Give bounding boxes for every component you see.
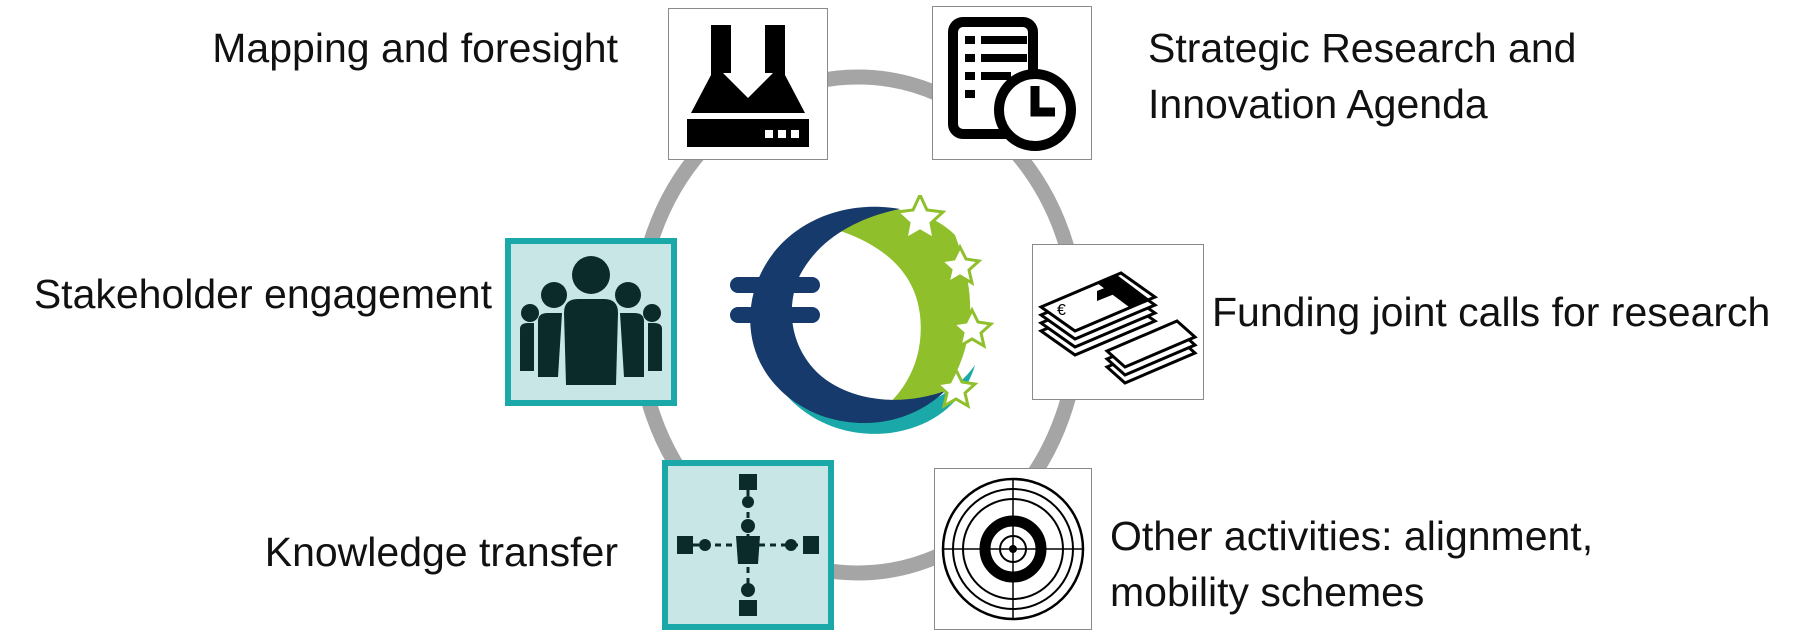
- sria-label: Strategic Research and Innovation Agenda: [1148, 25, 1577, 127]
- network-people-icon: [677, 474, 819, 616]
- money-stack-icon: €: [1037, 271, 1198, 385]
- knowledge-label: Knowledge transfer: [264, 529, 618, 575]
- other-tile: [934, 468, 1092, 630]
- mapping-label: Mapping and foresight: [212, 25, 618, 71]
- inbox-download-icon: [687, 25, 809, 147]
- other-label: Other activities: alignment, mobility sc…: [1110, 513, 1594, 615]
- mapping-tile: [668, 8, 828, 160]
- stakeholder-tile: [505, 238, 677, 406]
- target-icon: [941, 477, 1085, 621]
- stakeholder-label: Stakeholder engagement: [33, 271, 492, 317]
- svg-text:€: €: [1057, 302, 1066, 319]
- knowledge-tile: [662, 460, 834, 630]
- funding-label: Funding joint calls for research: [1212, 289, 1771, 335]
- euro-stars-logo: [730, 195, 995, 434]
- people-group-icon: [520, 256, 662, 385]
- checklist-clock-icon: [948, 17, 1076, 151]
- sria-tile: [932, 6, 1092, 160]
- funding-tile: €: [1032, 244, 1204, 400]
